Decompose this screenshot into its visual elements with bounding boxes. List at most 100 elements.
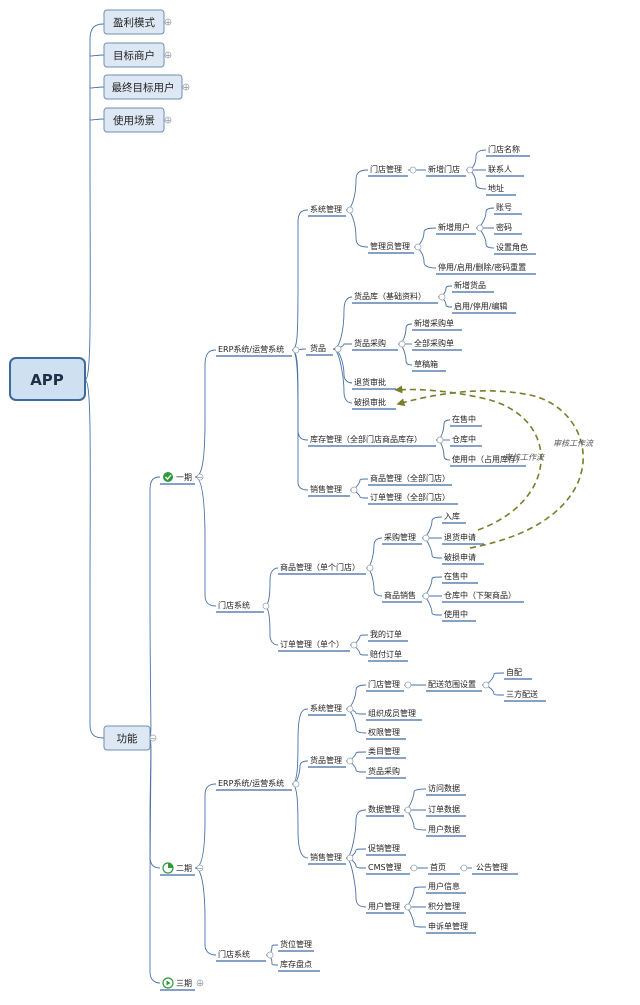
p2-stocktake-node[interactable]: 库存盘点 (280, 959, 312, 969)
collapse-toggle-icon[interactable] (414, 243, 422, 251)
p2-self-delivery-node[interactable]: 自配 (506, 667, 522, 677)
collapse-toggle-icon[interactable]: − (196, 474, 204, 482)
collapse-toggle-icon[interactable] (266, 951, 274, 959)
p2-goods-mgmt-node[interactable]: 货品管理 (310, 755, 342, 765)
collapse-toggle-icon[interactable] (438, 293, 446, 301)
p1-damage-approve-node[interactable]: 破损审批 (354, 397, 386, 407)
p2-sales-mgmt-node[interactable]: 销售管理 (310, 852, 342, 862)
p1-return-approve-node[interactable]: 退货审批 (354, 377, 386, 387)
p2-delivery-node[interactable]: 配送范围设置 (428, 679, 476, 689)
collapse-toggle-icon[interactable] (334, 345, 342, 353)
p1-inbound-node[interactable]: 入库 (444, 511, 460, 521)
p1-new-user-node[interactable]: 新增用户 (438, 222, 470, 232)
branch-usage-scenario[interactable] (103, 107, 165, 133)
p1-address-node[interactable]: 地址 (488, 183, 504, 193)
collapse-toggle-icon[interactable] (422, 534, 430, 542)
p1-product-sales-node[interactable]: 商品销售 (384, 590, 416, 600)
collapse-toggle-icon[interactable] (346, 757, 354, 765)
expand-toggle-icon[interactable]: + (196, 980, 204, 988)
expand-toggle-icon[interactable]: + (164, 52, 172, 60)
collapse-toggle-icon[interactable] (409, 166, 417, 174)
p1-new-store-node[interactable]: 新增门店 (428, 164, 460, 174)
p1-password-node[interactable]: 密码 (496, 222, 512, 232)
p2-store-mgmt-node[interactable]: 门店管理 (368, 679, 400, 689)
p1-draft-node[interactable]: 草稿箱 (414, 359, 438, 369)
p2-perm-mgmt-node[interactable]: 权限管理 (368, 727, 400, 737)
p1-s-in-use-node[interactable]: 使用中 (444, 609, 468, 619)
p1-goods-ops-node[interactable]: 启用/停用/编辑 (454, 301, 507, 311)
branch-final-target-user[interactable] (103, 74, 183, 100)
collapse-toggle-icon[interactable] (460, 864, 468, 872)
expand-toggle-icon[interactable]: + (164, 19, 172, 27)
collapse-toggle-icon[interactable] (404, 806, 412, 814)
collapse-toggle-icon[interactable] (292, 780, 300, 788)
collapse-toggle-icon[interactable] (404, 681, 412, 689)
collapse-toggle-icon[interactable]: − (149, 735, 157, 743)
p1-damage-req-node[interactable]: 破损申请 (444, 552, 476, 562)
p2-third-delivery-node[interactable]: 三方配送 (506, 689, 538, 699)
expand-toggle-icon[interactable]: + (182, 84, 190, 92)
p2-notice-mgmt-node[interactable]: 公告管理 (476, 862, 508, 872)
p1-my-orders-node[interactable]: 我的订单 (370, 629, 402, 639)
collapse-toggle-icon[interactable] (436, 436, 444, 444)
p1-purchase-node[interactable]: 货品采购 (354, 338, 386, 348)
collapse-toggle-icon[interactable] (292, 346, 300, 354)
p1-goods-node[interactable]: 货品 (310, 343, 326, 353)
collapse-toggle-icon[interactable] (398, 340, 406, 348)
p1-in-warehouse-node[interactable]: 仓库中 (452, 434, 476, 444)
p2-erp-node[interactable]: ERP系统/运营系统 (218, 778, 284, 788)
p2-org-mgmt-node[interactable]: 组织成员管理 (368, 708, 416, 718)
p1-order-single-node[interactable]: 订单管理（单个） (280, 639, 344, 649)
p1-sys-node[interactable]: 系统管理 (310, 204, 342, 214)
p1-new-goods-node[interactable]: 新增货品 (454, 280, 486, 290)
p1-s-on-sale-node[interactable]: 在售中 (444, 571, 468, 581)
phase-three-node[interactable]: 三期 (162, 977, 192, 989)
collapse-toggle-icon[interactable] (346, 705, 354, 713)
p2-category-mgmt-node[interactable]: 类目管理 (368, 746, 400, 756)
p1-buy-mgmt-node[interactable]: 采购管理 (384, 532, 416, 542)
p2-order-data-node[interactable]: 订单数据 (428, 804, 460, 814)
p1-on-sale-node[interactable]: 在售中 (452, 414, 476, 424)
collapse-toggle-icon[interactable] (346, 854, 354, 862)
p1-erp-node[interactable]: ERP系统/运营系统 (218, 344, 284, 354)
collapse-toggle-icon[interactable] (466, 166, 474, 174)
collapse-toggle-icon[interactable] (346, 206, 354, 214)
collapse-toggle-icon[interactable] (350, 641, 358, 649)
p1-set-role-node[interactable]: 设置角色 (496, 242, 528, 252)
collapse-toggle-icon[interactable] (410, 864, 418, 872)
p2-cms-mgmt-node[interactable]: CMS管理 (368, 862, 402, 872)
p1-product-single-node[interactable]: 商品管理（单个门店） (280, 562, 360, 572)
p2-user-info-node[interactable]: 用户信息 (428, 881, 460, 891)
p1-user-ops-node[interactable]: 停用/启用/删除/密码重置 (438, 262, 526, 272)
p1-goods-lib-node[interactable]: 货品库（基础资料） (354, 291, 426, 301)
collapse-toggle-icon[interactable] (476, 224, 484, 232)
p1-s-in-warehouse-node[interactable]: 仓库中（下架商品） (444, 590, 516, 600)
p1-order-all-node[interactable]: 订单管理（全部门店） (370, 492, 450, 502)
p1-new-po-node[interactable]: 新增采购单 (414, 318, 454, 328)
collapse-toggle-icon[interactable] (404, 903, 412, 911)
p2-user-data-node[interactable]: 用户数据 (428, 824, 460, 834)
p2-data-mgmt-node[interactable]: 数据管理 (368, 804, 400, 814)
p1-sales-mgmt-node[interactable]: 销售管理 (310, 484, 342, 494)
branch-target-merchant[interactable] (103, 42, 165, 68)
p1-admin-mgmt-node[interactable]: 管理员管理 (370, 241, 410, 251)
collapse-toggle-icon[interactable] (482, 681, 490, 689)
p1-return-req-node[interactable]: 退货申请 (444, 532, 476, 542)
collapse-toggle-icon[interactable] (350, 486, 358, 494)
collapse-toggle-icon[interactable]: − (196, 865, 204, 873)
p2-location-mgmt-node[interactable]: 货位管理 (280, 939, 312, 949)
p2-homepage-node[interactable]: 首页 (430, 862, 446, 872)
p1-stock-mgmt-node[interactable]: 库存管理（全部门店商品库存） (310, 434, 422, 444)
collapse-toggle-icon[interactable] (262, 602, 270, 610)
p1-contact-node[interactable]: 联系人 (488, 164, 512, 174)
p1-in-use-node[interactable]: 使用中（占用库存） (452, 454, 524, 464)
p1-store-mgmt-node[interactable]: 门店管理 (370, 164, 402, 174)
p1-product-all-node[interactable]: 商品管理（全部门店） (370, 473, 450, 483)
p1-account-node[interactable]: 账号 (496, 203, 512, 212)
expand-toggle-icon[interactable]: + (164, 117, 172, 125)
p2-complaint-mgmt-node[interactable]: 申诉单管理 (428, 921, 468, 931)
p1-all-po-node[interactable]: 全部采购单 (414, 338, 454, 348)
collapse-toggle-icon[interactable] (366, 564, 374, 572)
p1-comp-orders-node[interactable]: 赔付订单 (370, 649, 402, 659)
root-node[interactable] (9, 357, 86, 401)
